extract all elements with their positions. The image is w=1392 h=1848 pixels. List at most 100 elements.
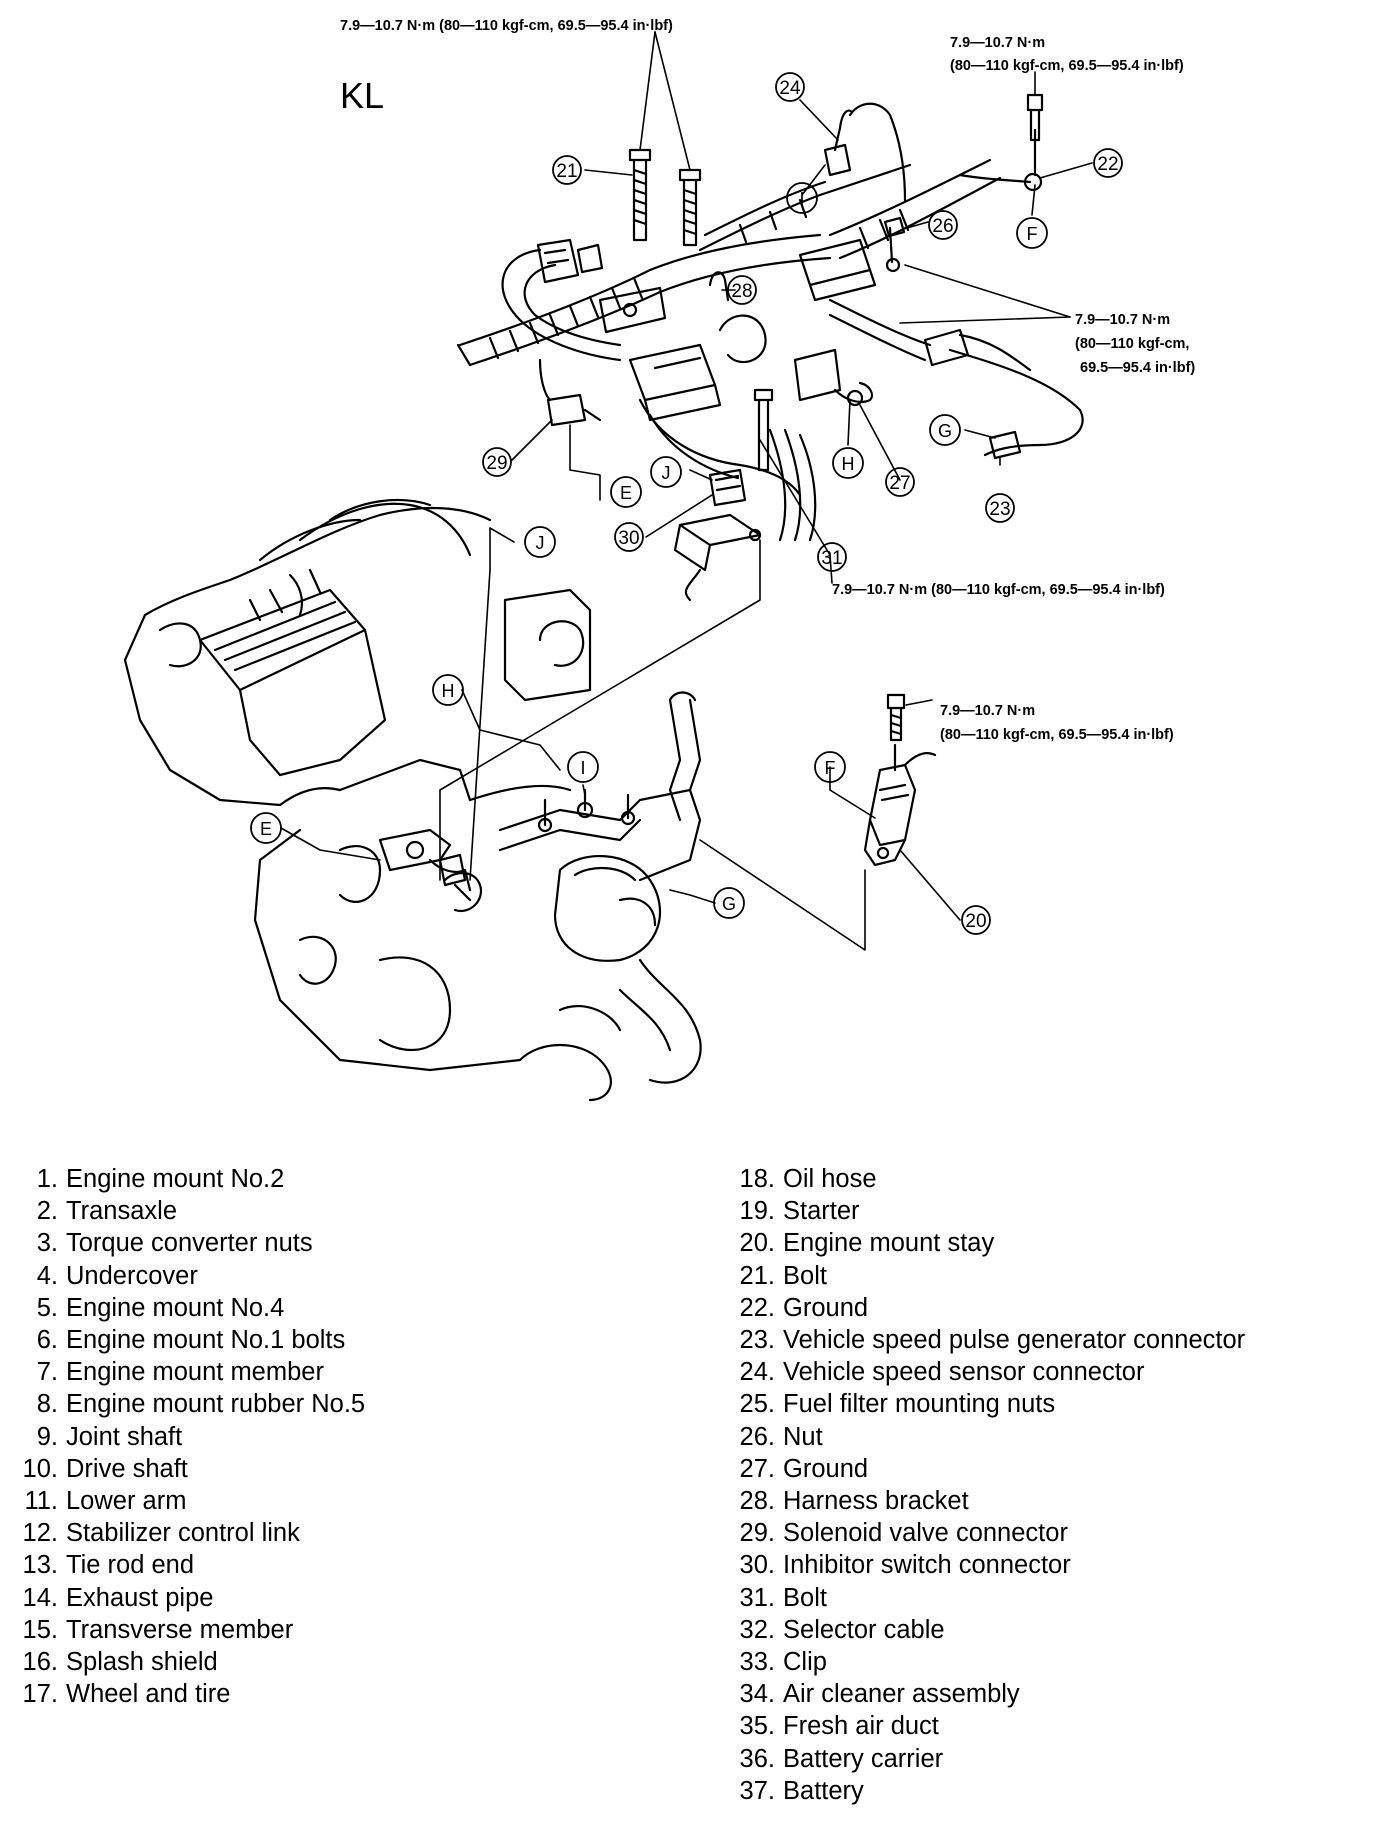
torque-spec-mount-stay-line1: 7.9—10.7 N·m xyxy=(940,703,1035,719)
part-number: 34. xyxy=(739,1680,775,1709)
part-name: Tie rod end xyxy=(66,1551,195,1580)
part-number: 14. xyxy=(22,1583,58,1612)
callout-29: 29 xyxy=(486,453,507,474)
part-name: Battery carrier xyxy=(783,1744,944,1773)
part-name: Nut xyxy=(783,1422,823,1451)
part-name: Stabilizer control link xyxy=(66,1519,300,1548)
leader-lines xyxy=(280,31,1093,951)
part-name: Torque converter nuts xyxy=(66,1229,313,1258)
part-number: 13. xyxy=(22,1551,58,1580)
part-number: 10. xyxy=(22,1454,58,1483)
parts-list-item: 4.Undercover xyxy=(10,1260,365,1292)
part-number: 2. xyxy=(36,1197,58,1226)
parts-list-item: 23. Vehicle speed pulse generator connect… xyxy=(725,1324,1246,1356)
torque-spec-bottom-harness: 7.9—10.7 N·m (80—110 kgf-cm, 69.5—95.4 i… xyxy=(832,582,1165,598)
callout-21: 21 xyxy=(556,161,577,182)
parts-list-item: 11.Lower arm xyxy=(10,1485,365,1517)
parts-list-item: 27.Ground xyxy=(725,1453,1245,1485)
harness-diagram: KL 7.9—10.7 N·m (80—110 kgf-cm, 69.5—95.… xyxy=(123,18,1195,1102)
part-number: 32. xyxy=(739,1615,775,1644)
part-name: Transverse member xyxy=(66,1615,294,1644)
parts-list-item: 9.Joint shaft xyxy=(10,1421,365,1453)
part-name: Bolt xyxy=(783,1261,827,1290)
part-name: Splash shield xyxy=(66,1648,218,1677)
part-name: Battery xyxy=(783,1776,864,1805)
parts-list-item: 21.Bolt xyxy=(725,1260,1245,1292)
parts-list-item: 15.Transverse member xyxy=(10,1614,365,1646)
part-number: 25. xyxy=(739,1390,775,1419)
torque-spec-mount-stay-line2: (80—110 kgf-cm, 69.5—95.4 in·lbf) xyxy=(940,727,1174,743)
part-name: Engine mount stay xyxy=(783,1229,995,1258)
part-number: 9. xyxy=(36,1422,58,1451)
model-label: KL xyxy=(340,75,384,116)
part-name: Engine mount member xyxy=(66,1358,324,1387)
callout-letter-g-upper: G xyxy=(938,421,952,441)
part-name: Undercover xyxy=(66,1261,198,1290)
part-number: 16. xyxy=(22,1648,58,1677)
part-number: 8. xyxy=(36,1390,58,1419)
part-name: Exhaust pipe xyxy=(66,1583,214,1612)
callout-letter-h-lower: H xyxy=(442,681,455,701)
part-number: 23. xyxy=(739,1326,775,1355)
parts-list-item: 29.Solenoid valve connector xyxy=(725,1517,1245,1549)
torque-spec-top-right-line2: (80—110 kgf-cm, 69.5—95.4 in·lbf) xyxy=(950,58,1184,74)
callout-26: 26 xyxy=(932,216,953,237)
parts-list-item: 5.Engine mount No.4 xyxy=(10,1292,365,1324)
part-name: Solenoid valve connector xyxy=(783,1519,1068,1548)
part-number: 5. xyxy=(36,1293,58,1322)
engine-transaxle-outline xyxy=(123,498,702,1102)
callout-letter-j-upper: J xyxy=(662,463,671,483)
parts-list-item: 26.Nut xyxy=(725,1421,1245,1453)
part-number: 28. xyxy=(739,1487,775,1516)
torque-spec-top-right-line1: 7.9—10.7 N·m xyxy=(950,35,1045,51)
part-name: Engine mount No.2 xyxy=(66,1165,285,1193)
part-name: Clip xyxy=(783,1648,827,1677)
callout-31: 31 xyxy=(821,548,842,569)
parts-list-item: 1.Engine mount No.2 xyxy=(10,1163,365,1195)
part-number: 11. xyxy=(24,1487,58,1516)
part-name: Ground xyxy=(783,1293,869,1322)
callout-20: 20 xyxy=(965,911,986,932)
torque-spec-top-center: 7.9—10.7 N·m (80—110 kgf-cm, 69.5—95.4 i… xyxy=(340,18,673,34)
callout-letter-f-upper: F xyxy=(1027,224,1038,244)
part-number: 33. xyxy=(739,1648,775,1677)
part-name: Fuel filter mounting nuts xyxy=(783,1390,1056,1419)
callout-28: 28 xyxy=(731,281,752,302)
part-name: Oil hose xyxy=(783,1165,877,1193)
part-name: Vehicle speed pulse generator connector xyxy=(783,1326,1246,1355)
callout-letter-j-lower: J xyxy=(536,533,545,553)
part-number: 36. xyxy=(739,1744,775,1773)
callout-letter-e-lower: E xyxy=(260,819,272,839)
parts-list-item: 7.Engine mount member xyxy=(10,1356,365,1388)
part-number: 22. xyxy=(739,1293,775,1322)
callout-letter-i-lower: I xyxy=(580,758,585,778)
part-name: Transaxle xyxy=(66,1197,178,1226)
part-number: 6. xyxy=(36,1326,58,1355)
part-name: Starter xyxy=(783,1197,860,1226)
callout-letter-f-lower: F xyxy=(825,758,836,778)
parts-list-item: 12.Stabilizer control link xyxy=(10,1517,365,1549)
parts-list-item: 30.Inhibitor switch connector xyxy=(725,1549,1245,1581)
torque-spec-mid-right-line1: 7.9—10.7 N·m xyxy=(1075,312,1170,328)
callout-22: 22 xyxy=(1097,154,1118,175)
part-name: Bolt xyxy=(783,1583,827,1612)
part-number: 35. xyxy=(739,1712,775,1741)
parts-list-item: 33. Clip xyxy=(725,1646,1245,1678)
parts-list-item: 3. Torque converter nuts xyxy=(10,1227,365,1259)
torque-spec-mid-right-line3: 69.5—95.4 in·lbf) xyxy=(1080,360,1195,376)
part-name: Air cleaner assembly xyxy=(783,1680,1020,1709)
part-number: 27. xyxy=(739,1454,775,1483)
part-number: 3. xyxy=(36,1229,58,1258)
part-name: Wheel and tire xyxy=(66,1680,231,1709)
parts-list-item: 32.Selector cable xyxy=(725,1614,1245,1646)
part-name: Fresh air duct xyxy=(783,1712,939,1741)
parts-list-item: 6.Engine mount No.1 bolts xyxy=(10,1324,365,1356)
parts-list-item: 18.Oil hose xyxy=(725,1163,1245,1195)
parts-list-item: 2. Transaxle xyxy=(10,1195,365,1227)
parts-list-item: 10.Drive shaft xyxy=(10,1453,365,1485)
part-number: 24. xyxy=(739,1358,775,1387)
parts-list-item: 22. Ground xyxy=(725,1292,1245,1324)
part-number: 20. xyxy=(739,1229,775,1258)
part-number: 17. xyxy=(22,1680,58,1709)
parts-list-item: 25. Fuel filter mounting nuts xyxy=(725,1388,1245,1420)
